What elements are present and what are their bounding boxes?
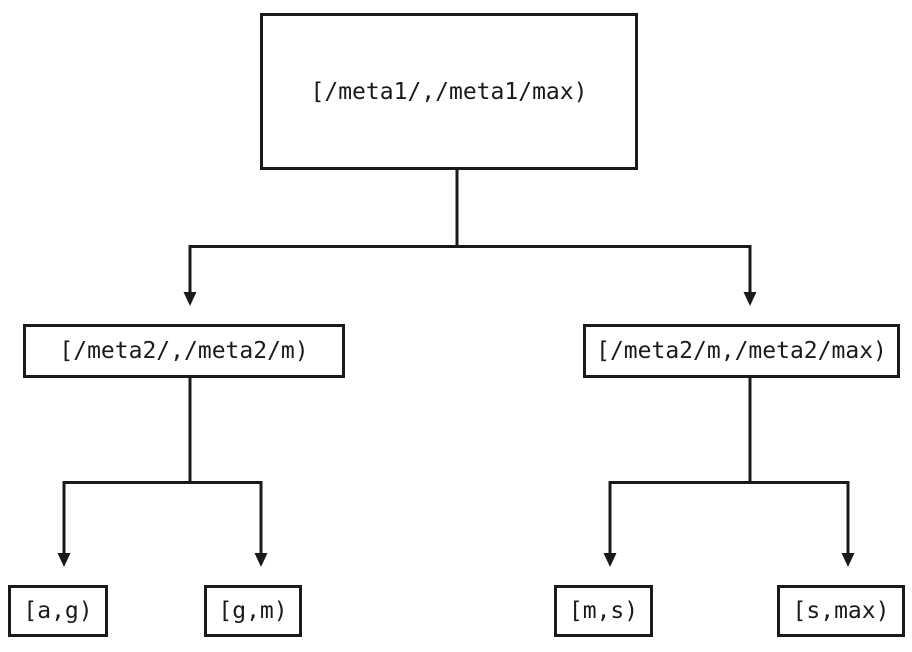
arrowhead-to-leaf-ms [603, 553, 617, 567]
node-meta2-left-interval: [/meta2/,/meta2/m) [23, 324, 345, 378]
node-leaf-ag: [a,g) [8, 585, 108, 637]
arrowhead-to-left-branch [183, 292, 197, 306]
arrowhead-to-right-branch [743, 292, 757, 306]
root-connector-lines [188, 170, 752, 293]
left-connector-lines [62, 378, 263, 554]
node-root-interval: [/meta1/,/meta1/max) [260, 13, 638, 170]
node-leaf-smax: [s,max) [777, 585, 905, 637]
node-leaf-gm: [g,m) [204, 585, 302, 637]
arrowhead-to-leaf-gm [254, 553, 268, 567]
node-leaf-ms: [m,s) [554, 585, 653, 637]
right-connector-lines [608, 378, 850, 554]
node-meta2-right-interval: [/meta2/m,/meta2/max) [583, 324, 900, 378]
arrowhead-to-leaf-smax [841, 553, 855, 567]
arrowhead-to-leaf-ag [57, 553, 71, 567]
